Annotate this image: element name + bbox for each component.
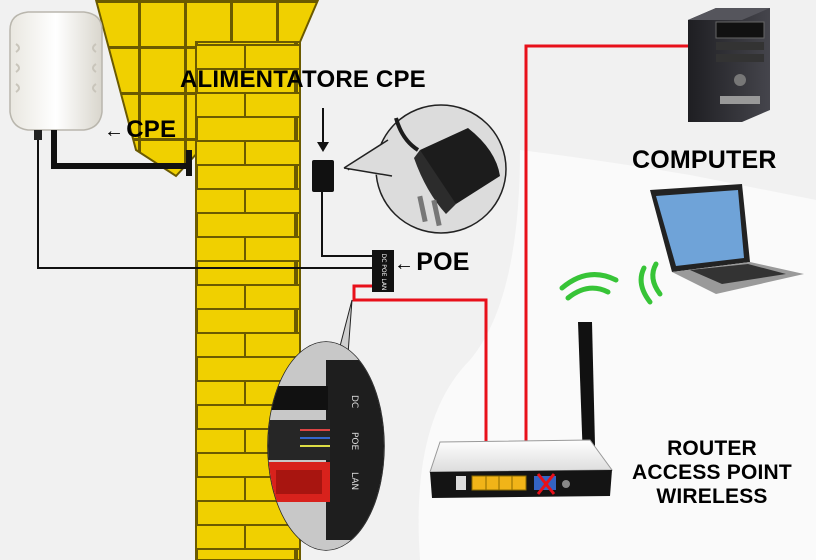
- svg-text:DC POE LAN: DC POE LAN: [380, 254, 387, 291]
- label-poe: ←POE: [394, 248, 470, 277]
- label-cpe: ←CPE: [104, 116, 176, 144]
- wireless-router-icon: [429, 322, 613, 498]
- label-router-line1: ROUTER: [667, 437, 757, 460]
- label-router-line3: WIRELESS: [656, 485, 768, 508]
- power-adapter-small: [312, 108, 376, 257]
- port-label-dc: DC: [349, 395, 359, 408]
- label-cpe-text: CPE: [126, 116, 177, 143]
- port-label-poe: POE: [349, 432, 359, 451]
- label-router-line2: ACCESS POINT: [632, 461, 792, 484]
- poe-zoom: [267, 299, 385, 551]
- label-router-access-point: ROUTER ACCESS POINT WIRELESS: [612, 437, 812, 509]
- wifi-signal-icon: [559, 261, 663, 305]
- desktop-computer-icon: [688, 8, 770, 122]
- label-alimentatore-cpe: ALIMENTATORE CPE: [180, 66, 426, 93]
- label-poe-text: POE: [416, 248, 470, 276]
- left-arrow-icon: ←: [104, 120, 125, 142]
- left-arrow-icon: ←: [394, 253, 415, 275]
- port-label-lan: LAN: [349, 472, 359, 490]
- red-x-icon: [536, 473, 556, 495]
- laptop-icon: [650, 184, 804, 294]
- poe-port-labels: DC POE LAN: [349, 395, 359, 490]
- label-computer: COMPUTER: [632, 146, 777, 174]
- poe-injector-icon: DC POE LAN: [372, 250, 394, 292]
- power-adapter-icon: [343, 104, 507, 234]
- cpe-antenna-icon: [9, 11, 103, 140]
